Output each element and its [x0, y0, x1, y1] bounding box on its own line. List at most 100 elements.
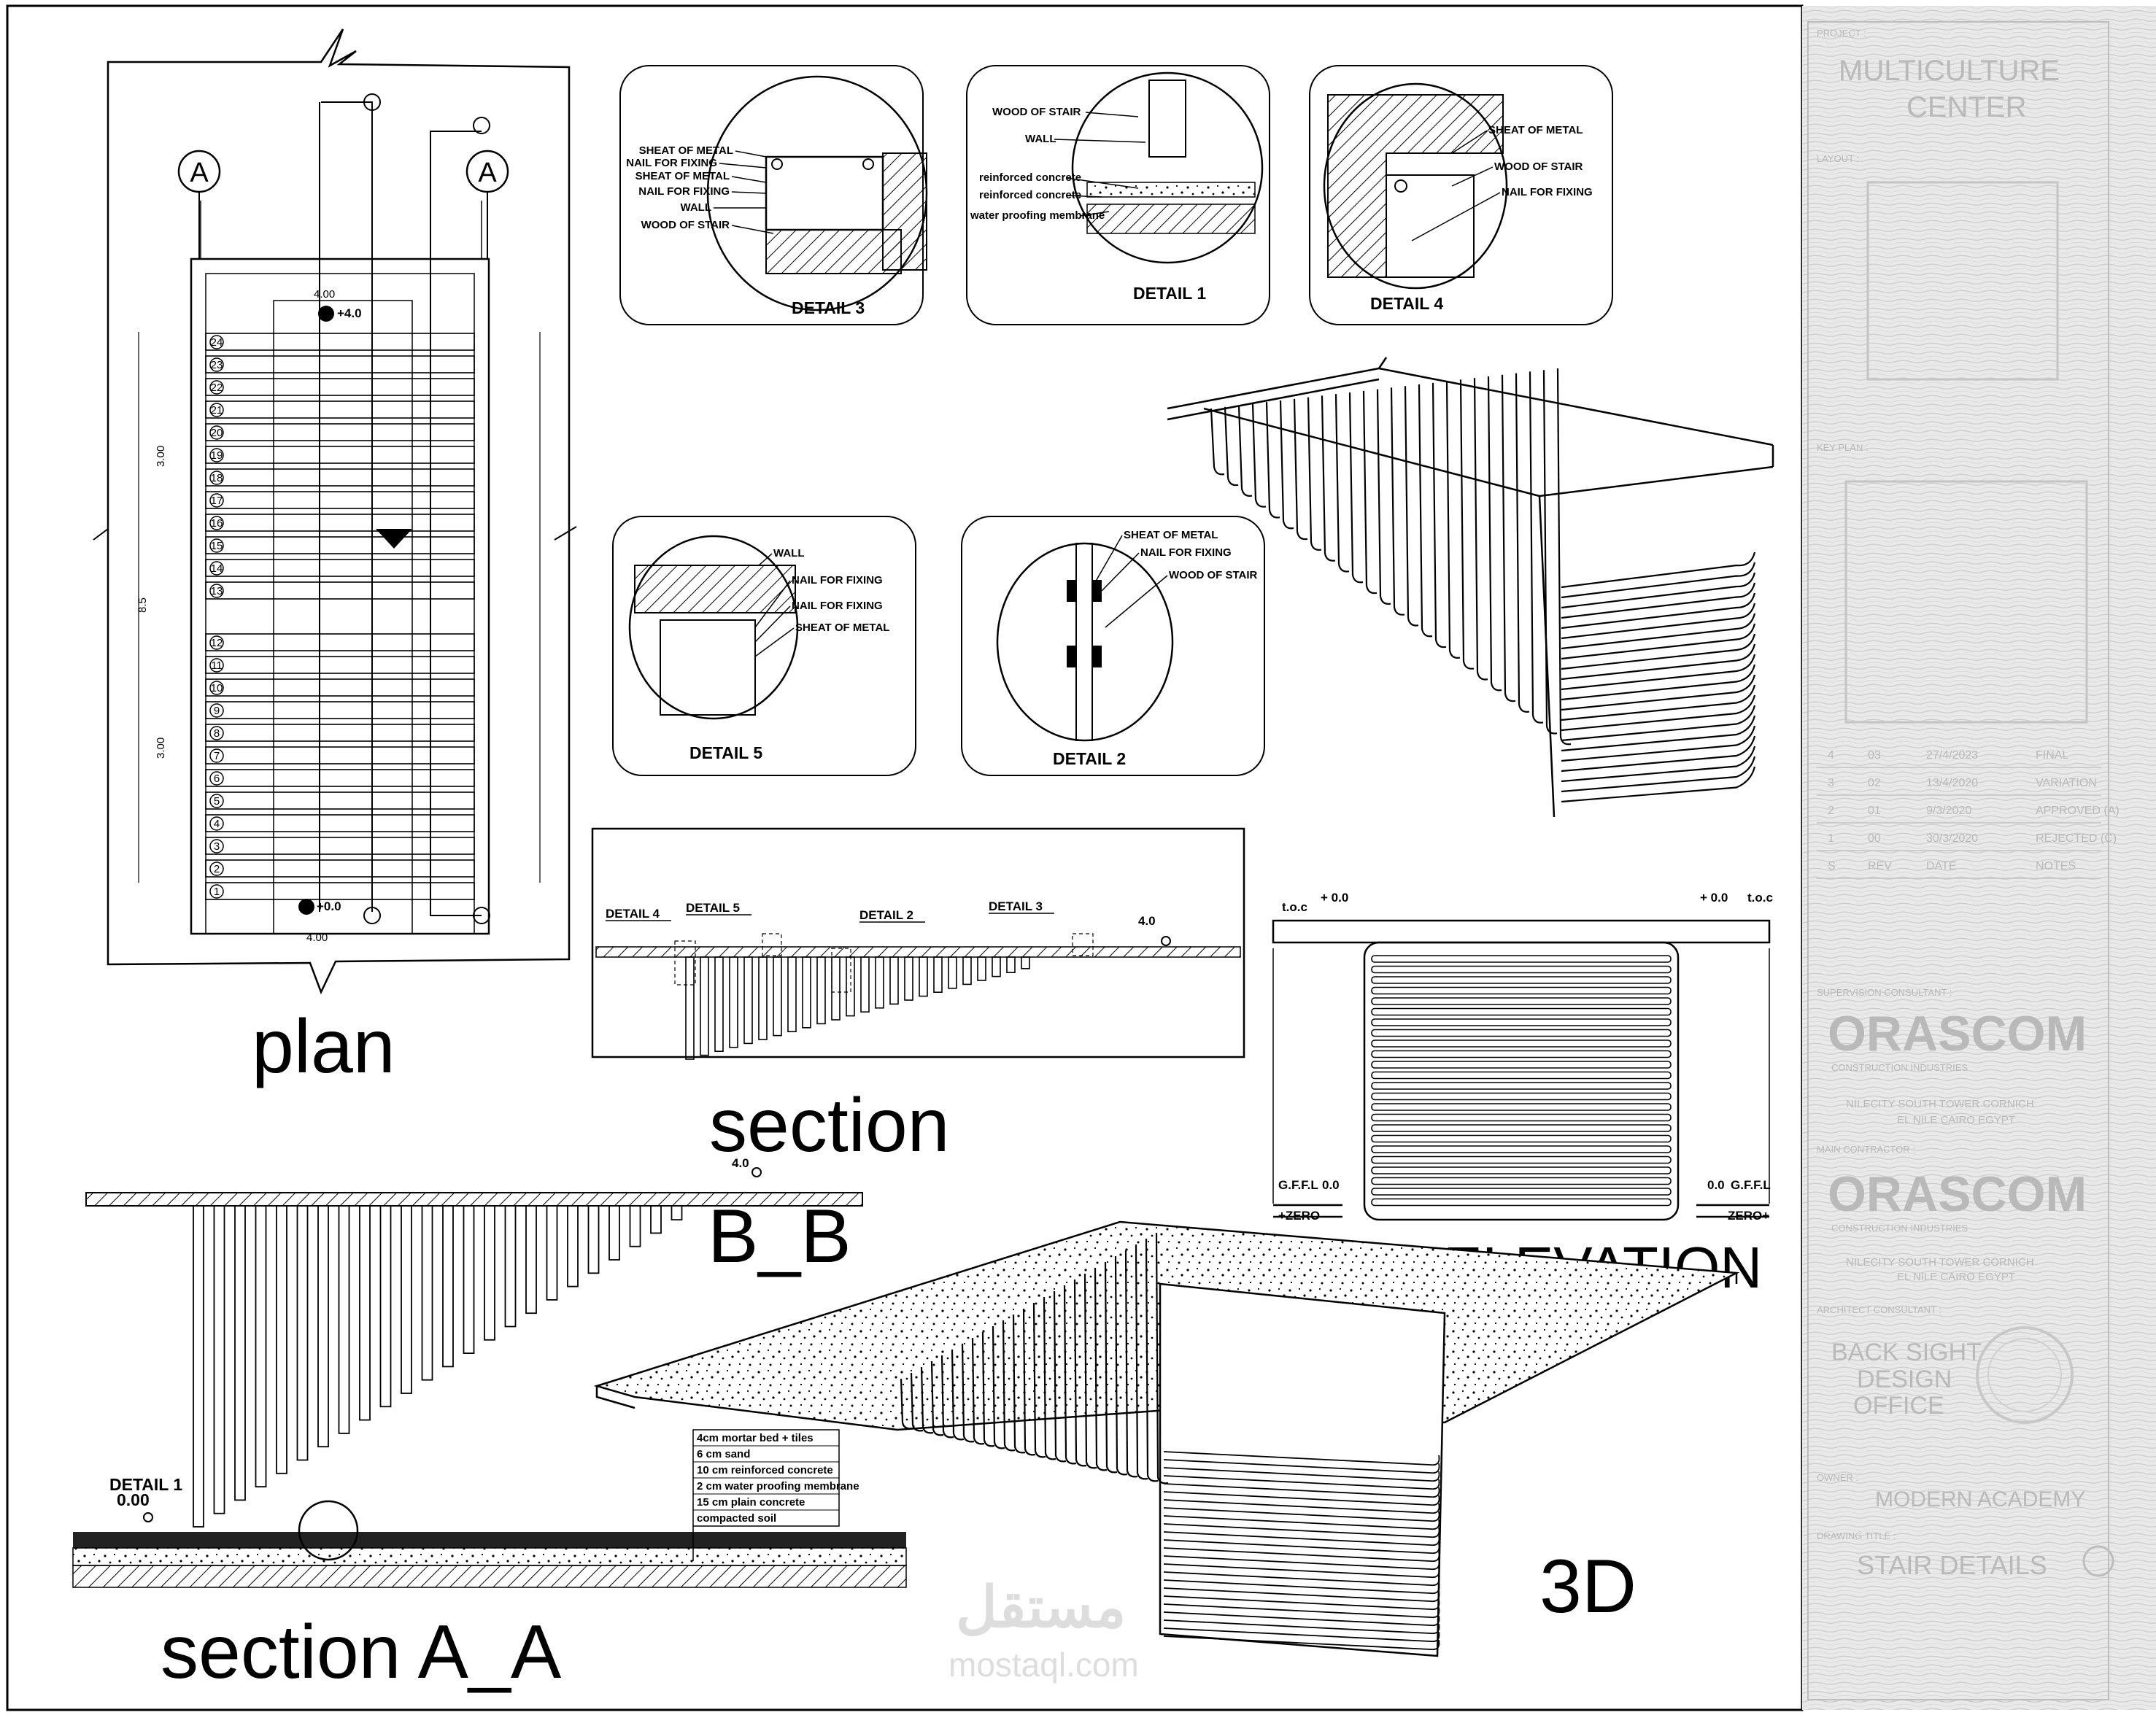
- dim-top: 4.00: [314, 288, 335, 301]
- bb-detail-callout: DETAIL 2: [859, 908, 913, 922]
- elev-top-left-b: + 0.0: [1321, 891, 1348, 905]
- tb-architect-2: DESIGN: [1857, 1366, 1952, 1393]
- step-number-circle: [209, 726, 224, 740]
- direction-arrow: [376, 529, 412, 549]
- section-aa-fins: [193, 1205, 683, 1528]
- tb-revision-cell: 1: [1828, 832, 1834, 845]
- tb-revision-cell: 2: [1828, 805, 1834, 817]
- tb-project-label: PROJECT :: [1817, 28, 1866, 39]
- tb-keyplan-thumb: [1844, 480, 2088, 724]
- detail-2-title: DETAIL 2: [1053, 749, 1126, 768]
- step-number-circle: [209, 862, 224, 876]
- step-number-circle: [209, 584, 224, 598]
- iso-top-ribbon: [1251, 403, 1267, 508]
- step-number: 22: [211, 382, 223, 394]
- iso-top-ribbon: [1334, 394, 1350, 573]
- bb-fin: [773, 956, 782, 1037]
- tb-project-name-1: MULTICULTURE: [1839, 55, 2060, 87]
- elevation-bar: [1371, 1050, 1672, 1058]
- tb-revision-cell: 27/4/2023: [1926, 749, 1978, 762]
- tb-project-name-2: CENTER: [1906, 91, 2026, 123]
- iso-bottom-ribbon: [992, 1325, 1005, 1449]
- step-number: 11: [211, 659, 223, 672]
- plan-tread: [205, 423, 475, 441]
- iso-top-loop: [1561, 592, 1756, 630]
- aa-fin: [379, 1205, 392, 1408]
- iso-bottom-loop: [1163, 1587, 1440, 1603]
- bb-fin: [933, 956, 943, 994]
- step-number-circle: [209, 635, 224, 650]
- dim-side-b: 3.00: [155, 738, 167, 759]
- elev-top-right-a: + 0.0: [1700, 891, 1728, 905]
- section-marker-top: [363, 93, 381, 111]
- step-number: 14: [211, 562, 223, 575]
- tb-supervision-addr-1: NILECITY SOUTH TOWER CORNICH: [1846, 1098, 2034, 1110]
- iso-bottom-ribbon: [981, 1331, 995, 1447]
- dim-overall: 8.5: [136, 597, 149, 613]
- plan-outline: [107, 28, 571, 995]
- plan-tread: [205, 837, 475, 855]
- tb-architect-label: ARCHITECT CONSULTANT :: [1817, 1304, 1941, 1315]
- elevation-bar: [1371, 955, 1672, 963]
- iso-top-ribbon: [1431, 382, 1447, 649]
- plan-tread: [205, 446, 475, 464]
- iso-bottom-loop: [1163, 1539, 1440, 1555]
- elev-bottom-left-b: 0.0: [1322, 1178, 1340, 1192]
- iso-bottom-ribbon: [1104, 1261, 1118, 1474]
- tb-architect-1: BACK SIGHT: [1831, 1339, 1982, 1366]
- elevation-bar: [1371, 1092, 1672, 1101]
- tb-supervision-label: SUPERVISION CONSULTANT :: [1817, 987, 1952, 998]
- elevation-bar: [1371, 1113, 1672, 1122]
- bb-fin: [948, 956, 957, 989]
- elevation-bar: [1371, 1177, 1672, 1185]
- plan-tread: [205, 656, 475, 674]
- iso-bottom-ribbon: [951, 1349, 965, 1441]
- step-number: 7: [214, 750, 220, 762]
- iso-top-ribbon: [1390, 387, 1405, 616]
- tb-revision-cell: 00: [1868, 832, 1881, 845]
- aa-fin: [193, 1205, 204, 1528]
- bb-fin: [743, 956, 753, 1045]
- tb-supervision-logo: ORASCOM: [1828, 1006, 2087, 1061]
- plan-tread: [205, 746, 475, 764]
- aa-layer-label: compacted soil: [697, 1512, 776, 1525]
- bb-fin: [889, 956, 899, 1005]
- iso-bottom-loop: [1163, 1459, 1440, 1474]
- aa-fin: [587, 1205, 600, 1274]
- iso-bottom-loop: [1163, 1563, 1440, 1579]
- plan-tread: [205, 333, 475, 351]
- iso-top-ribbon: [1210, 408, 1225, 476]
- plan-tread: [205, 859, 475, 878]
- step-number-circle: [209, 516, 224, 530]
- elevation-bar: [1371, 1198, 1672, 1207]
- iso-bottom-ribbon: [1114, 1255, 1128, 1476]
- iso-bottom-ribbon: [1032, 1302, 1046, 1458]
- aa-fin: [608, 1205, 620, 1261]
- detail-label: WOOD OF STAIR: [1169, 569, 1258, 581]
- iso-top-loop: [1561, 705, 1756, 742]
- section-mark-right-label: A: [478, 158, 497, 188]
- detail-1-title: DETAIL 1: [1133, 284, 1206, 303]
- elevation-bar: [1371, 976, 1672, 984]
- iso-view-top: [1167, 357, 1774, 818]
- iso-bottom-loop: [1163, 1515, 1440, 1530]
- step-number: 1: [214, 886, 220, 898]
- plan-tread: [205, 355, 475, 373]
- step-number: 3: [214, 840, 220, 853]
- iso-bottom-loop: [1163, 1595, 1440, 1611]
- elevation-bar: [1371, 997, 1672, 1005]
- tb-owner: MODERN ACADEMY: [1875, 1487, 2085, 1511]
- iso-bottom-loop: [1163, 1555, 1440, 1571]
- plan-tread: [205, 724, 475, 742]
- tb-layout-thumb: [1866, 181, 2059, 381]
- aa-fin: [650, 1205, 662, 1234]
- iso-top-ribbon: [1348, 392, 1364, 584]
- iso-bottom-ribbon: [1063, 1285, 1077, 1465]
- aa-layer-label: 4cm mortar bed + tiles: [697, 1432, 814, 1444]
- detail-label: WOOD OF STAIR: [1494, 160, 1583, 173]
- bb-fin: [831, 956, 841, 1021]
- bb-fin: [904, 956, 913, 1001]
